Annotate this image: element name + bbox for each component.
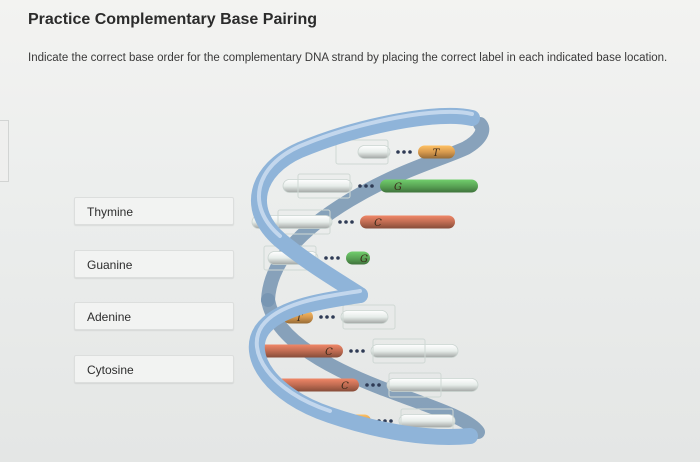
drop-zone-outline[interactable] (342, 304, 396, 330)
base-letter: C (374, 218, 382, 229)
base-pair: C (251, 209, 455, 235)
base-drop-zone[interactable] (340, 310, 389, 324)
base-pair: G (282, 173, 478, 199)
hydrogen-bond-dot (338, 220, 342, 224)
hydrogen-bond-dot (365, 383, 369, 387)
hydrogen-bond-dot (364, 184, 368, 188)
base-letter: T (296, 313, 304, 324)
base-drop-zone[interactable] (386, 378, 479, 392)
instructions: Indicate the correct base order for the … (28, 52, 668, 64)
label-guanine[interactable]: Guanine (74, 250, 234, 278)
page-title: Practice Complementary Base Pairing (28, 11, 318, 28)
base-rod-guanine (380, 179, 478, 193)
base-letter: C (325, 347, 333, 358)
hydrogen-bond-dot (331, 315, 335, 319)
dna-backbone-back-lower (261, 293, 485, 439)
base-drop-zone[interactable] (370, 344, 459, 358)
base-letter: T (433, 148, 441, 159)
hydrogen-bond-dot (358, 184, 362, 188)
base-drop-zone[interactable] (357, 145, 391, 159)
hydrogen-bond-dot (408, 150, 412, 154)
hydrogen-bond-dot (336, 256, 340, 260)
base-rod-guanine (346, 251, 370, 265)
hydrogen-bond-dot (377, 383, 381, 387)
hydrogen-bond-dot (389, 419, 393, 423)
base-pair: C (270, 372, 479, 398)
hydrogen-bond-dot (325, 315, 329, 319)
dna-backbone-front-upper (250, 107, 480, 303)
label-cytosine[interactable]: Cytosine (74, 355, 234, 383)
hydrogen-bond-dot (350, 220, 354, 224)
hydrogen-bond-dot (402, 150, 406, 154)
dna-backbone-front-lower (248, 287, 478, 446)
base-drop-zone[interactable] (282, 179, 353, 193)
base-letter: G (360, 254, 368, 265)
base-rod-cytosine (256, 344, 343, 358)
hydrogen-bond-dot (361, 349, 365, 353)
dna-backbone-highlight (254, 289, 362, 413)
hydrogen-bond-dot (371, 383, 375, 387)
drop-zone-outline[interactable] (335, 139, 389, 165)
base-pair: T (335, 139, 455, 165)
base-letter: G (394, 182, 402, 193)
base-drop-zone[interactable] (398, 414, 456, 428)
drop-zone-outline[interactable] (388, 372, 442, 398)
label-adenine[interactable]: Adenine (74, 302, 234, 330)
hydrogen-bond-dot (324, 256, 328, 260)
hydrogen-bond-dot (349, 349, 353, 353)
hydrogen-bond-dot (370, 184, 374, 188)
hydrogen-bond-dot (319, 315, 323, 319)
base-pair: C (256, 338, 459, 364)
base-letter: C (341, 381, 349, 392)
base-rod-cytosine (360, 215, 455, 229)
drop-zone-outline[interactable] (297, 173, 351, 199)
drop-zone-outline[interactable] (277, 209, 331, 235)
dna-backbone-highlight (256, 109, 474, 238)
drop-zone-outline[interactable] (372, 338, 426, 364)
hydrogen-bond-dot (355, 349, 359, 353)
hydrogen-bond-dot (344, 220, 348, 224)
label-thymine[interactable]: Thymine (74, 197, 234, 225)
hydrogen-bond-dot (330, 256, 334, 260)
hydrogen-bond-dot (396, 150, 400, 154)
base-rod-thymine (418, 145, 455, 159)
left-edge-panel (0, 120, 9, 182)
